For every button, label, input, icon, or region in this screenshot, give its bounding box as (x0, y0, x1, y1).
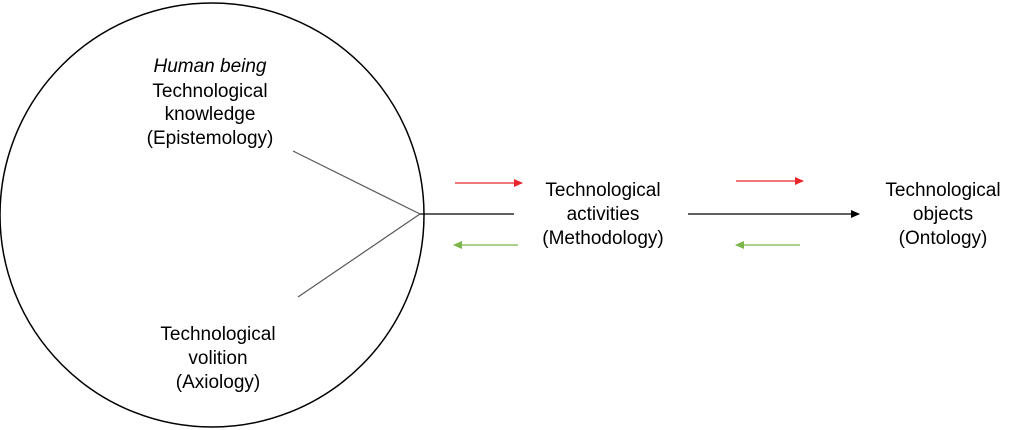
volition-label-line2: volition (188, 348, 247, 369)
human-being-title: Human being (153, 56, 266, 77)
human-being-circle (0, 2, 425, 428)
activities-label-line2: activities (567, 204, 640, 225)
objects-label-line3: (Ontology) (899, 228, 988, 249)
activities-label-line3: (Methodology) (542, 228, 663, 249)
knowledge-label-line3: (Epistemology) (147, 128, 274, 149)
volition-branch-line (297, 213, 421, 298)
knowledge-branch-line (292, 150, 421, 215)
objects-label-line2: objects (913, 204, 973, 225)
objects-label-line1: Technological (885, 180, 1000, 201)
knowledge-label-line1: Technological (152, 81, 267, 102)
volition-label-line1: Technological (160, 324, 275, 345)
knowledge-label-line2: knowledge (165, 104, 256, 125)
activities-label-line1: Technological (545, 180, 660, 201)
volition-label-line3: (Axiology) (176, 372, 260, 393)
